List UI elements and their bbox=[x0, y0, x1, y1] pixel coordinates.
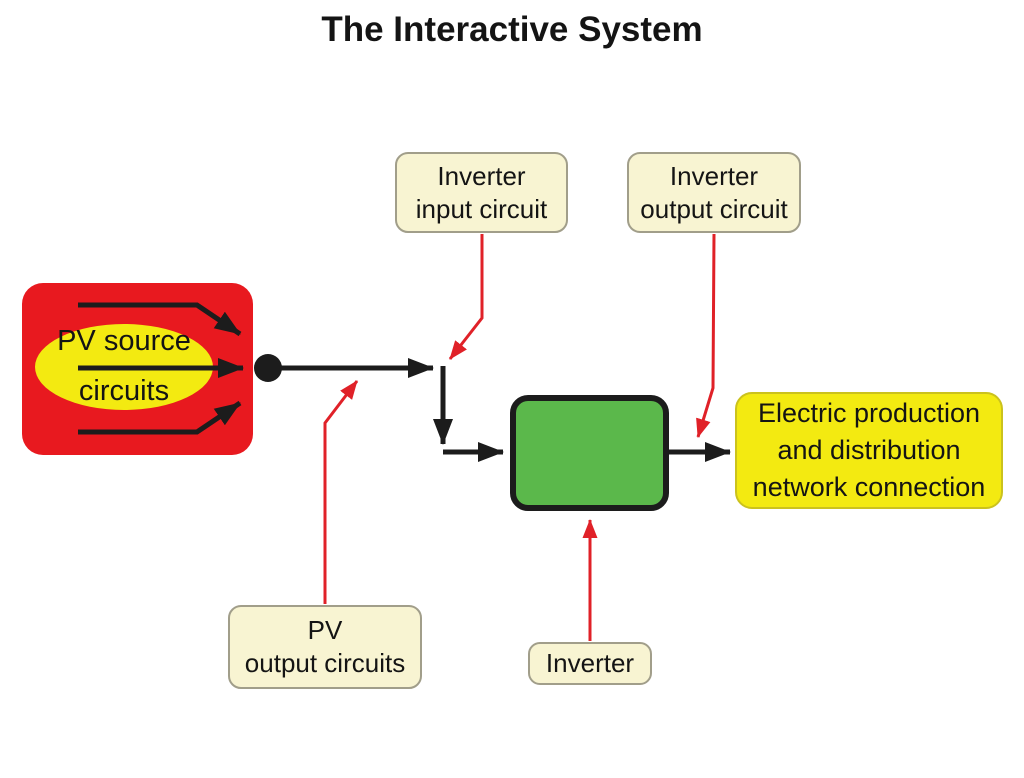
callout-line: output circuit bbox=[640, 193, 788, 224]
network-label-line3: network connection bbox=[752, 472, 986, 502]
diagram-title: The Interactive System bbox=[321, 10, 703, 49]
leader-pv-output bbox=[323, 380, 359, 604]
pv-source-label-line1: PV source bbox=[57, 325, 191, 357]
leader-inverter-output bbox=[696, 233, 716, 438]
network-connection-box: Electric production and distribution net… bbox=[735, 392, 1003, 509]
callout-pv-output-circuits: PV output circuits bbox=[228, 605, 422, 689]
inverter-box bbox=[510, 395, 669, 511]
callout-line: input circuit bbox=[415, 193, 548, 224]
callout-line: Inverter bbox=[437, 160, 526, 191]
callout-inverter-output-circuit: Inverter output circuit bbox=[627, 152, 801, 233]
callout-line: Inverter bbox=[545, 648, 635, 678]
pv-source-label: PV source circuits bbox=[34, 324, 214, 411]
pv-string-arrow-top bbox=[78, 302, 242, 337]
callout-inverter-input-circuit: Inverter input circuit bbox=[395, 152, 568, 233]
network-label-line1: Electric production bbox=[757, 398, 981, 428]
junction-dot bbox=[254, 354, 282, 382]
pv-string-arrow-bottom bbox=[78, 400, 242, 435]
callout-line: output circuits bbox=[244, 648, 406, 678]
pv-source-label-line2: circuits bbox=[78, 375, 170, 407]
callout-inverter: Inverter bbox=[528, 642, 652, 685]
callout-line: Inverter bbox=[669, 160, 759, 191]
callout-line: PV bbox=[307, 615, 343, 645]
network-label-line2: and distribution bbox=[777, 435, 961, 465]
leader-inverter-input bbox=[448, 234, 484, 360]
